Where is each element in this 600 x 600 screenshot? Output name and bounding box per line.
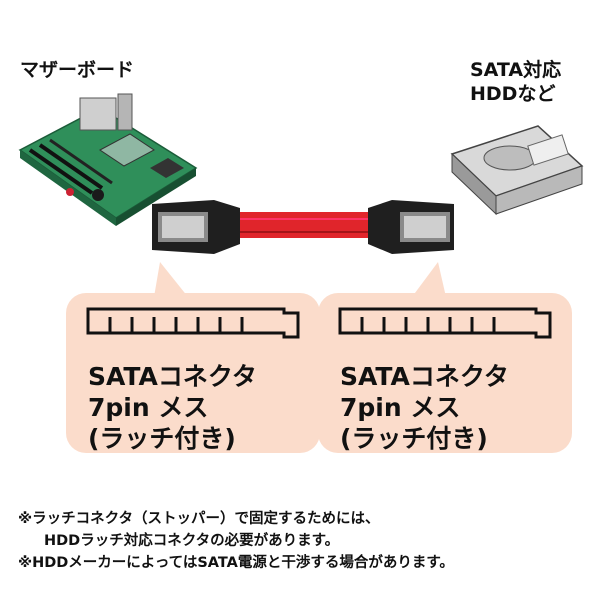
sata-port-icon (86, 307, 300, 339)
sata-port-icon (338, 307, 552, 339)
hdd-label-line1: SATA対応 (470, 59, 562, 81)
callout-pointer-left (154, 262, 188, 297)
footnotes: ※ラッチコネクタ（ストッパー）で固定するためには、 HDDラッチ対応コネクタの必… (18, 508, 454, 574)
callout-pointer-right (412, 262, 446, 297)
motherboard-label: マザーボード (20, 59, 135, 81)
note-1-line-2: HDDラッチ対応コネクタの必要があります。 (44, 533, 340, 549)
connector-type: SATAコネクタ (88, 362, 257, 391)
connector-latch: (ラッチ付き) (340, 424, 488, 453)
connector-pins: 7pin メス (88, 393, 209, 422)
connector-description-right: SATAコネクタ 7pin メス (ラッチ付き) (340, 361, 509, 454)
connector-latch: (ラッチ付き) (88, 424, 236, 453)
hdd-illustration (450, 125, 584, 216)
connector-pins: 7pin メス (340, 393, 461, 422)
connector-callout-left: SATAコネクタ 7pin メス (ラッチ付き) (66, 293, 320, 453)
note-1-line-1: ※ラッチコネクタ（ストッパー）で固定するためには、 (18, 511, 380, 527)
connector-type: SATAコネクタ (340, 362, 509, 391)
hdd-label: SATA対応 HDDなど (470, 58, 561, 106)
hdd-label-line2: HDDなど (470, 83, 556, 105)
motherboard-illustration (18, 93, 198, 226)
sata-cable-illustration (152, 200, 454, 254)
connector-description-left: SATAコネクタ 7pin メス (ラッチ付き) (88, 361, 257, 454)
connector-callout-right: SATAコネクタ 7pin メス (ラッチ付き) (318, 293, 572, 453)
note-2: ※HDDメーカーによってはSATA電源と干渉する場合があります。 (18, 555, 454, 571)
